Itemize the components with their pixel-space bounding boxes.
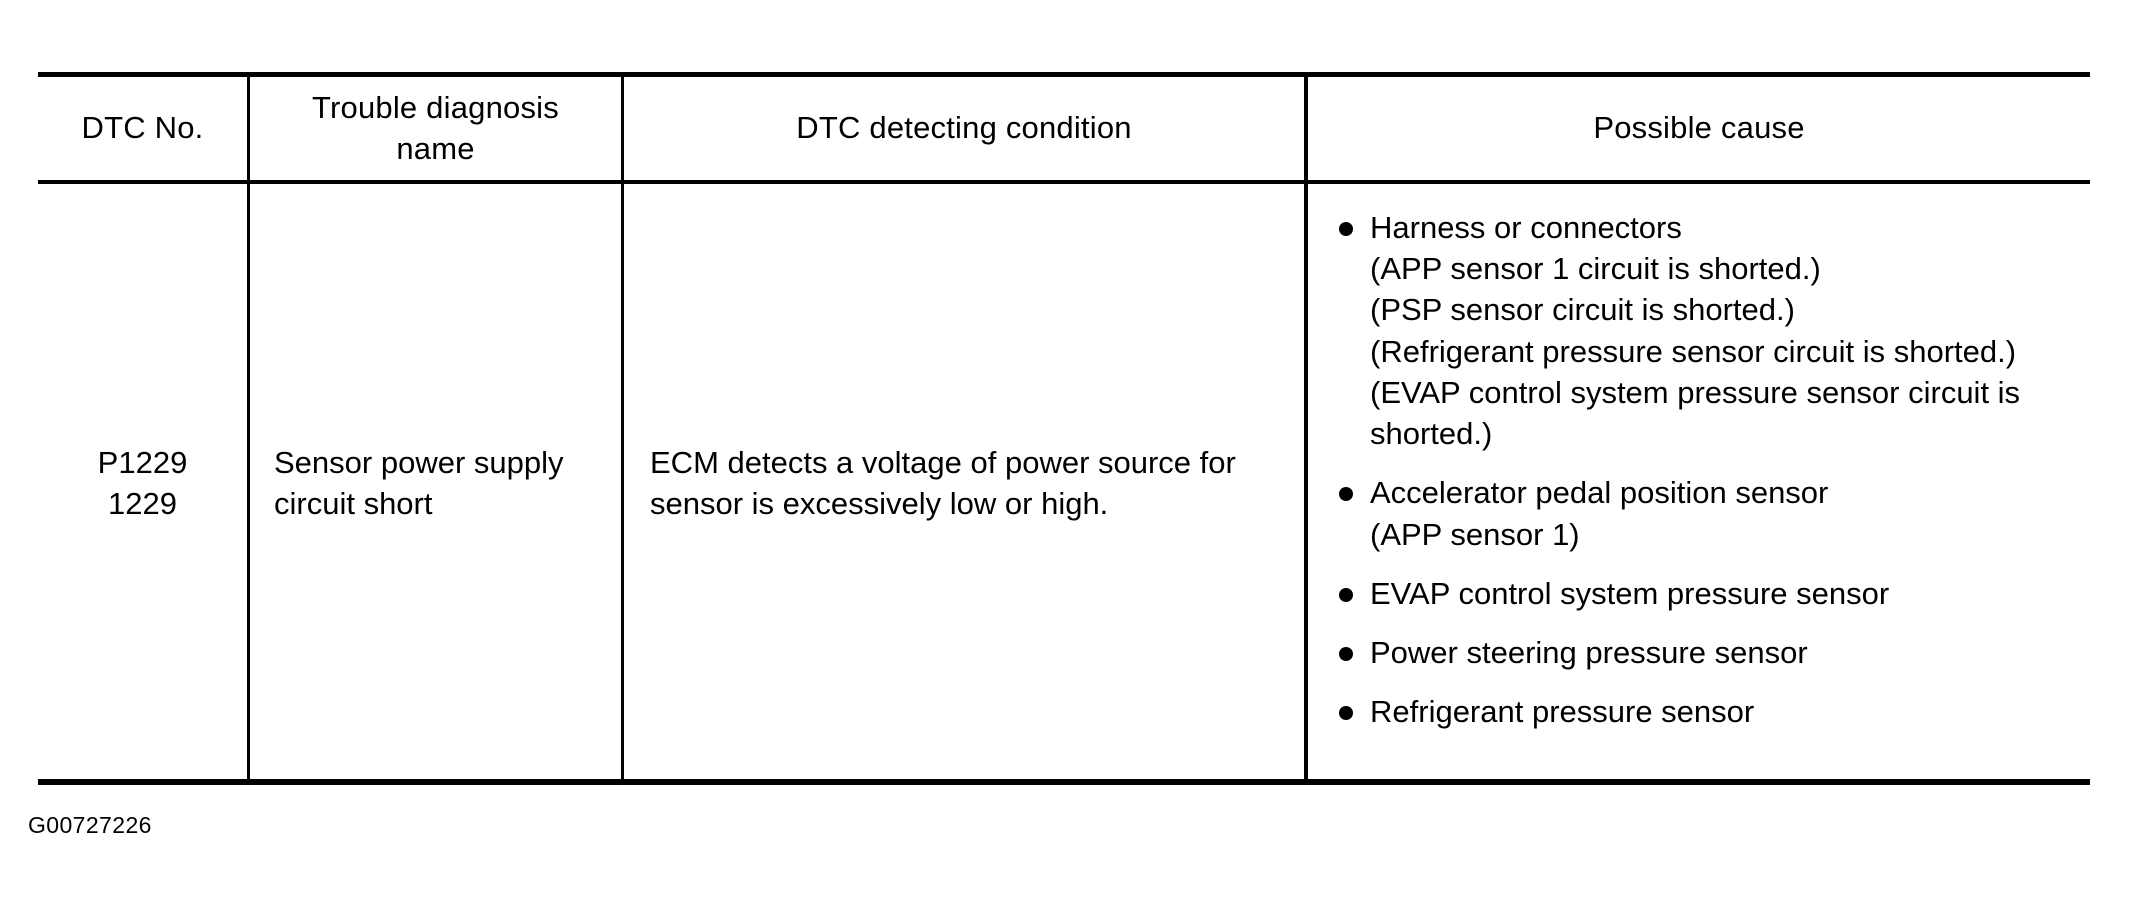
dtc-table: DTC No. Trouble diagnosis name DTC detec… — [38, 72, 2090, 785]
possible-cause-text: Accelerator pedal position sensor — [1370, 475, 1829, 511]
possible-cause-detail: (PSP sensor circuit is shorted.) — [1370, 292, 1795, 328]
table-row-cell-dtc-no: P1229 1229 — [38, 184, 247, 784]
column-header-trouble-diagnosis-name: Trouble diagnosis name — [250, 77, 621, 180]
bullet-dot-icon — [1339, 706, 1353, 721]
column-header-possible-cause-label: Possible cause — [1593, 110, 1805, 146]
column-header-dtc-no: DTC No. — [38, 77, 247, 180]
header-name-line-1: Trouble diagnosis — [312, 89, 559, 125]
column-header-trouble-diagnosis-name-label: Trouble diagnosis name — [312, 88, 559, 170]
header-name-line-2: name — [396, 130, 475, 166]
bullet-dot-icon — [1339, 487, 1353, 502]
column-header-dtc-detecting-condition-label: DTC detecting condition — [796, 110, 1132, 146]
possible-cause-text: Refrigerant pressure sensor — [1370, 694, 1755, 730]
possible-cause-item: Power steering pressure sensor — [1339, 632, 2080, 673]
figure-code: G00727226 — [28, 812, 152, 838]
dtc-code-primary: P1229 — [97, 445, 188, 481]
column-header-dtc-no-label: DTC No. — [81, 110, 204, 146]
column-divider-3 — [1304, 77, 1308, 779]
bullet-dot-icon — [1339, 222, 1353, 236]
possible-cause-item: Accelerator pedal position sensor (APP se… — [1339, 472, 2080, 554]
trouble-diagnosis-name-text: Sensor power supply circuit short — [274, 445, 564, 521]
possible-cause-item: Refrigerant pressure sensor — [1339, 691, 2080, 732]
bullet-dot-icon — [1339, 646, 1353, 661]
column-header-possible-cause: Possible cause — [1308, 77, 2090, 180]
possible-cause-item: EVAP control system pressure sensor — [1339, 573, 2080, 614]
bullet-dot-icon — [1339, 587, 1353, 602]
possible-cause-detail: (EVAP control system pressure sensor cir… — [1370, 374, 2021, 452]
column-header-dtc-detecting-condition: DTC detecting condition — [624, 77, 1304, 180]
possible-cause-list: Harness or connectors (APP sensor 1 circu… — [1339, 207, 2080, 732]
dtc-code-secondary: 1229 — [108, 486, 177, 521]
possible-cause-detail: (APP sensor 1 circuit is shorted.) — [1370, 251, 1821, 287]
possible-cause-text: EVAP control system pressure sensor — [1370, 575, 1890, 611]
possible-cause-text: Harness or connectors — [1370, 210, 1682, 245]
possible-cause-detail: (APP sensor 1) — [1370, 516, 1580, 552]
table-row-cell-possible-cause: Harness or connectors (APP sensor 1 circu… — [1308, 184, 2090, 784]
possible-cause-detail: (Refrigerant pressure sensor circuit is … — [1370, 333, 2017, 369]
header-separator-rule — [38, 180, 2090, 184]
possible-cause-text: Power steering pressure sensor — [1370, 634, 1808, 670]
table-row-cell-dtc-detecting-condition: ECM detects a voltage of power source fo… — [624, 184, 1304, 784]
column-divider-2 — [621, 77, 624, 779]
possible-cause-item: Harness or connectors (APP sensor 1 circu… — [1339, 207, 2080, 454]
column-divider-1 — [247, 77, 250, 779]
dtc-detecting-condition-text: ECM detects a voltage of power source fo… — [650, 445, 1236, 521]
table-row-cell-trouble-diagnosis-name: Sensor power supply circuit short — [250, 184, 621, 784]
